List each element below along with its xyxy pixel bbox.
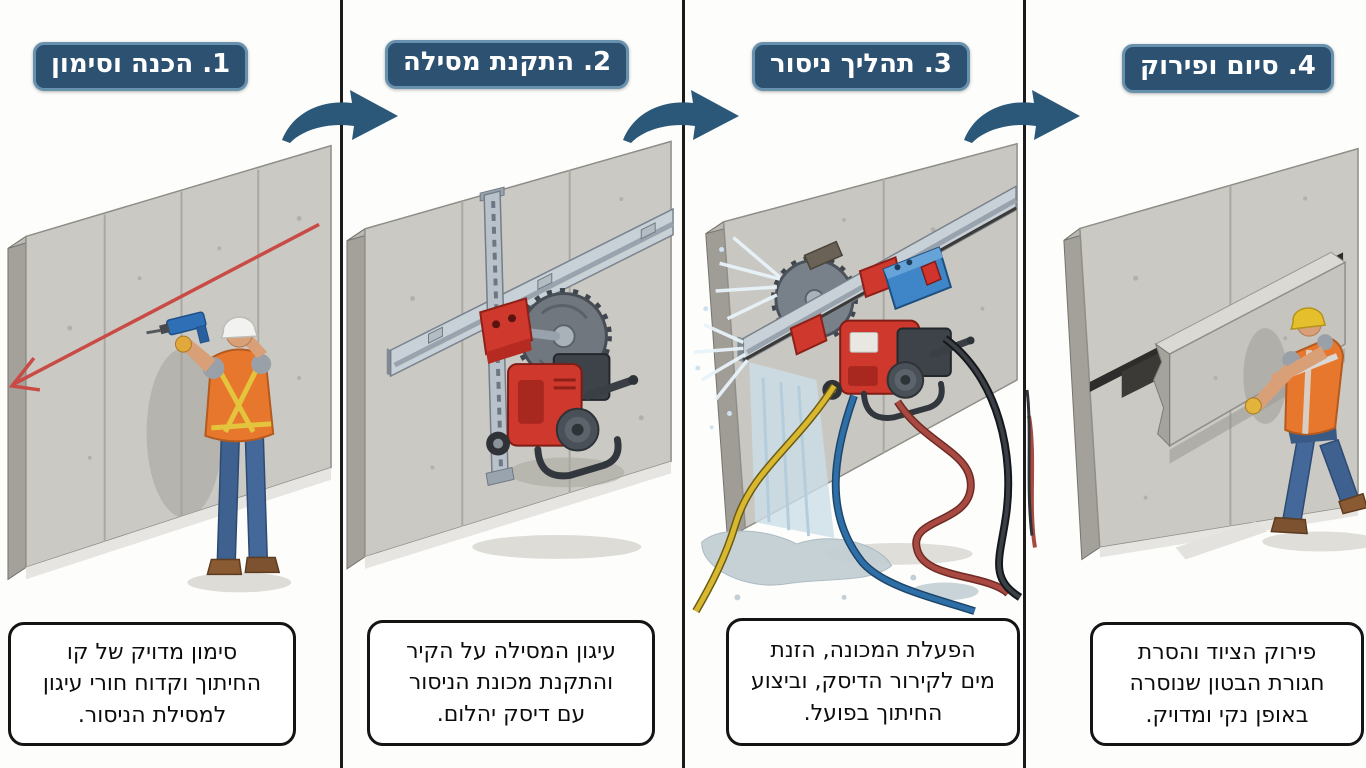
red-power-button [920, 260, 942, 287]
safety-harness [211, 366, 272, 434]
step-1-badge: 1. הכנה וסימון [33, 42, 249, 91]
caption-line: עיגון המסילה על הקיר [406, 639, 616, 665]
yellow-hard-hat [1290, 307, 1327, 331]
step-1-illustration [7, 144, 332, 593]
step-2-caption: עיגון המסילה על הקיר והתקנת מכונת הניסור… [367, 620, 655, 746]
saw-motor-unit [486, 353, 639, 480]
worker-floor-shadow [187, 572, 292, 593]
step-3-illustration [692, 142, 1023, 615]
caption-line: למסילת הניסור. [77, 702, 227, 728]
construction-worker-drilling [146, 311, 281, 576]
slab-floor-shadow [1175, 521, 1268, 560]
caption-line: הפעלת המכונה, הזנת [770, 638, 976, 664]
caption-line: החיתוך וקדוח חורי עיגון [42, 671, 262, 697]
power-cable-black [942, 335, 1023, 601]
step-2-illustration [346, 140, 675, 570]
step-4-badge: 4. סיום ופירוק [1122, 44, 1334, 93]
water-hose-blue [831, 394, 976, 615]
horizontal-track-rail [386, 207, 675, 378]
white-hard-hat [220, 316, 259, 339]
saw-motor-unit [822, 319, 975, 421]
panel-divider-2 [682, 0, 685, 768]
caption-line: והתקנת מכונת הניסור [408, 670, 614, 696]
step-4-illustration [1026, 147, 1366, 561]
panel-divider-1 [340, 0, 343, 768]
cable-remnants [1026, 389, 1037, 548]
waterfall-down-wall [749, 362, 835, 539]
step-4-caption: פירוק הציוד והסרת חגורת הבטון שנוסרה באו… [1090, 622, 1364, 746]
panel-step-4: 4. סיום ופירוק [1026, 0, 1366, 768]
caption-line: מים לקירור הדיסק, וביצוע [751, 669, 995, 695]
caption-line: חגורת הבטון שנוסרה [1129, 671, 1325, 697]
worker-shadow-on-wall [146, 348, 223, 518]
flow-arrow-2-to-3 [623, 90, 739, 143]
floor-shadow-strip [364, 461, 672, 569]
step-3-badge: 3. תהליך ניסור [752, 42, 970, 91]
caption-line: באופן נקי ומדויק. [1145, 702, 1309, 728]
red-cut-line-marking [8, 222, 320, 392]
step-1-caption: סימון מדויק של קו החיתוך וקדוח חורי עיגו… [8, 622, 296, 746]
panel-divider-3 [1023, 0, 1026, 768]
flow-arrow-1-to-2 [282, 90, 398, 143]
water-droplets [695, 247, 732, 430]
power-cable-red [894, 399, 1011, 597]
machine-floor-shadow [472, 535, 642, 559]
construction-worker-removing-slab [1244, 307, 1366, 535]
step-3-caption: הפעלת המכונה, הזנת מים לקירור הדיסק, ובי… [726, 618, 1020, 746]
track-carriage [479, 297, 533, 365]
step-2-badge: 2. התקנת מסילה [385, 40, 630, 89]
water-hose-yellow [692, 383, 838, 614]
caption-line: פירוק הציוד והסרת [1137, 640, 1317, 666]
caption-line: החיתוך בפועל. [803, 700, 943, 726]
caption-line: עם דיסק יהלום. [436, 701, 586, 727]
power-drill [146, 311, 210, 344]
flow-arrow-3-to-4 [964, 90, 1080, 143]
panel-step-1: 1. הכנה וסימון [0, 0, 340, 768]
worker-floor-shadow [1262, 531, 1366, 552]
panel-step-2: 2. התקנת מסילה [343, 0, 682, 768]
caption-line: סימון מדויק של קו [66, 640, 238, 666]
water-spray [693, 236, 782, 401]
panel-step-3: 3. תהליך ניסור [686, 0, 1023, 768]
blue-control-box [882, 246, 953, 311]
